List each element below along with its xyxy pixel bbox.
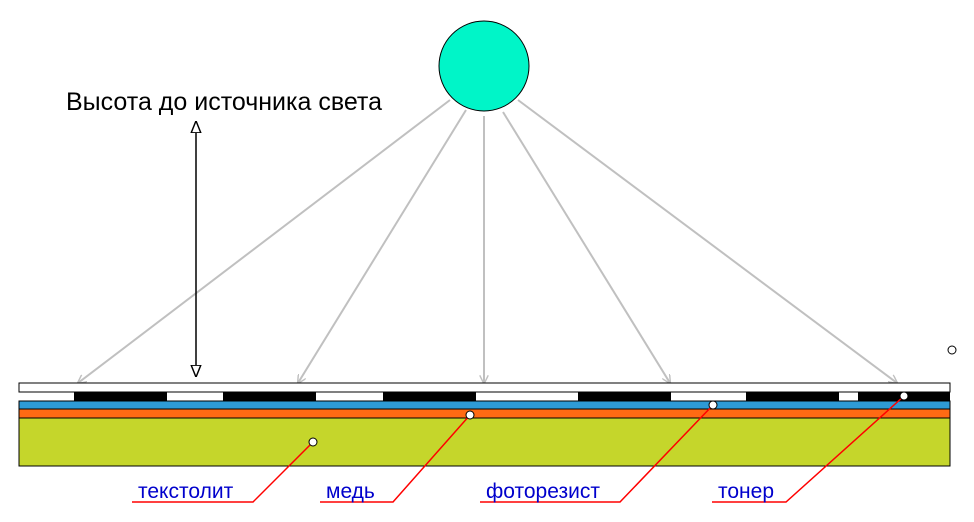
photoresist-layer	[18, 400, 951, 410]
callout-copper: медь	[320, 410, 475, 503]
toner-strip	[74, 392, 167, 401]
textolite-layer	[18, 417, 951, 467]
callout-toner: тонер	[712, 391, 909, 503]
stray-marker-circle	[947, 345, 957, 355]
leader-line	[320, 414, 471, 503]
leader-line	[712, 395, 905, 503]
light-ray	[298, 109, 467, 383]
light-rays	[78, 99, 897, 383]
light-ray	[502, 111, 670, 383]
light-ray	[78, 99, 451, 383]
board-layers	[18, 382, 951, 467]
callout-label: фоторезист	[486, 480, 600, 503]
toner-pattern	[74, 392, 950, 401]
callout-label: медь	[326, 480, 375, 503]
toner-strip	[746, 392, 839, 401]
callout-photoresist: фоторезист	[480, 400, 718, 503]
anchor-dot	[708, 400, 718, 410]
anchor-dot	[308, 437, 318, 447]
callout-textolite: текстолит	[132, 437, 318, 503]
anchor-dot	[465, 410, 475, 420]
copper-layer	[18, 408, 951, 419]
toner-strip	[223, 392, 316, 401]
light-source-circle	[438, 20, 530, 112]
toner-strip	[383, 392, 476, 401]
leader-line	[132, 441, 314, 503]
leader-line	[480, 404, 714, 503]
transparency-film	[18, 382, 951, 393]
toner-strip	[578, 392, 671, 401]
light-ray	[517, 99, 897, 383]
callout-label: текстолит	[138, 480, 234, 503]
height-label: Высота до источника света	[66, 88, 382, 116]
anchor-dot	[899, 391, 909, 401]
callout-label: тонер	[718, 480, 774, 503]
